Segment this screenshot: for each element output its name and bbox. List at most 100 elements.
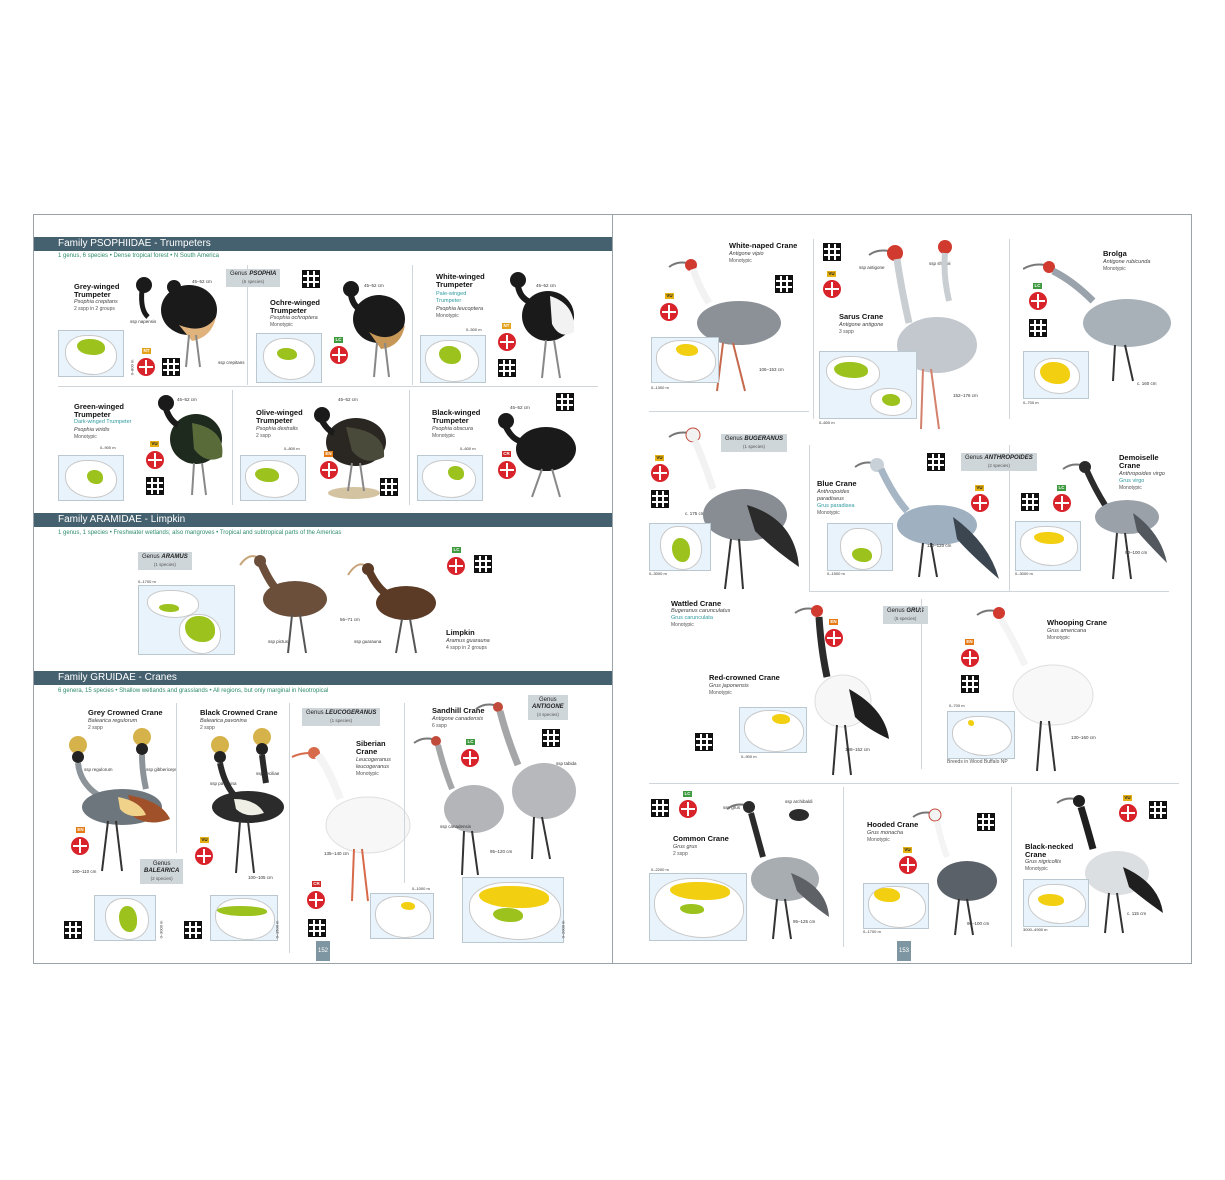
species-sci: Psophia crepitans <box>74 299 118 305</box>
size-label: 45–52 cm <box>536 283 556 288</box>
species-name-wattled-crane: Wattled Crane <box>671 599 722 608</box>
altitude-label: 0–3000 m <box>158 920 164 939</box>
divider <box>809 445 810 591</box>
altitude-label: 0–900 m <box>741 754 757 759</box>
species-sci: Psophia ochroptera <box>270 315 318 321</box>
species-note: 2 sspp in 2 groups <box>74 306 115 312</box>
species-sci: Antigone antigone <box>839 322 884 328</box>
size-label: 130–160 cm <box>1071 735 1096 740</box>
size-label: 95–120 cm <box>490 849 513 854</box>
species-name-red-crowned-crane: Red-crowned Crane <box>709 673 780 682</box>
qr-code-icon[interactable] <box>184 921 202 939</box>
qr-code-icon[interactable] <box>1029 319 1047 337</box>
genus-box-aramus: Genus ARAMUS (1 species) <box>138 552 192 570</box>
species-name-blue-crane: Blue Crane <box>817 479 857 488</box>
species-alt-sci: Grus virgo <box>1119 478 1145 484</box>
species-sci: Psophia obscura <box>432 426 473 432</box>
qr-code-icon[interactable] <box>162 358 180 376</box>
qr-code-icon[interactable] <box>556 393 574 411</box>
bird-illustration-sarus-crane <box>868 245 977 430</box>
qr-code-icon[interactable] <box>823 243 841 261</box>
qr-code-icon[interactable] <box>775 275 793 293</box>
ssp-label: ssp grus <box>723 805 741 810</box>
qr-code-icon[interactable] <box>302 270 320 288</box>
family-subtitle-psophiidae: 1 genus, 6 species • Dense tropical fore… <box>58 253 219 259</box>
genus-box-bugeranus: Genus BUGERANUS (1 species) <box>721 434 788 452</box>
range-map <box>1023 879 1089 927</box>
species-name-common-crane: Common Crane <box>673 834 729 843</box>
divider <box>843 787 844 947</box>
altitude-label: 0–3000 m <box>1015 571 1033 576</box>
species-name-white-winged-trumpeter: White-winged Trumpeter <box>436 272 485 289</box>
species-note: 4 sspp in 2 groups <box>446 645 487 651</box>
qr-code-icon[interactable] <box>308 919 326 937</box>
bird-illustration-red-crowned-crane <box>794 605 889 776</box>
altitude-label: 0–2200 m <box>651 867 669 872</box>
target-icon <box>498 461 516 479</box>
bird-illustration-olive-winged-trumpeter <box>314 407 386 499</box>
qr-code-icon[interactable] <box>651 490 669 508</box>
target-icon <box>961 649 979 667</box>
species-name-black-winged-trumpeter: Black-winged Trumpeter <box>432 408 481 425</box>
altitude-label: 0–600 m <box>819 420 835 425</box>
target-icon <box>447 557 465 575</box>
size-label: 45–52 cm <box>338 397 358 402</box>
qr-code-icon[interactable] <box>1021 493 1039 511</box>
status-badge: EN <box>76 827 85 833</box>
species-sci: Antigone rubicunda <box>1103 259 1151 265</box>
target-icon <box>320 461 338 479</box>
range-map <box>819 351 917 419</box>
species-sci: Grus monacha <box>867 830 904 836</box>
divider <box>404 703 405 883</box>
divider <box>649 411 809 412</box>
bird-illustration-common-crane-head <box>789 809 809 821</box>
qr-code-icon[interactable] <box>146 477 164 495</box>
qr-code-icon[interactable] <box>1149 801 1167 819</box>
bird-illustration-green-winged-trumpeter <box>158 395 223 496</box>
species-alt-name: Pale-winged Trumpeter <box>436 291 467 304</box>
range-map <box>210 895 278 941</box>
species-note: Monotypic <box>432 433 455 439</box>
range-map <box>651 337 719 383</box>
qr-code-icon[interactable] <box>542 729 560 747</box>
range-map <box>58 455 124 501</box>
divider <box>1009 239 1010 419</box>
size-label: 45–52 cm <box>177 397 197 402</box>
species-name-white-naped-crane: White-naped Crane <box>729 241 798 250</box>
species-sci: Psophia dextralis <box>256 426 298 432</box>
map-note: Breeds in Wood Buffalo NP <box>947 759 1008 765</box>
bird-illustration-sandhill-crane <box>413 736 504 876</box>
size-label: 45–52 cm <box>192 279 212 284</box>
qr-code-icon[interactable] <box>961 675 979 693</box>
species-note: Monotypic <box>817 510 840 516</box>
qr-code-icon[interactable] <box>64 921 82 939</box>
status-badge: VU <box>665 293 674 299</box>
qr-code-icon[interactable] <box>927 453 945 471</box>
species-name-brolga: Brolga <box>1103 249 1127 258</box>
species-note: Monotypic <box>270 322 293 328</box>
size-label: 110–120 cm <box>927 543 952 548</box>
size-label: 45–52 cm <box>364 283 384 288</box>
species-name-limpkin: Limpkin <box>446 628 475 637</box>
ssp-label: ssp napensis <box>130 319 157 324</box>
divider <box>921 599 922 769</box>
species-note: 6 sspp <box>432 723 447 729</box>
status-badge: VU <box>200 837 209 843</box>
qr-code-icon[interactable] <box>695 733 713 751</box>
species-sci: Psophia leucoptera <box>436 306 484 312</box>
qr-code-icon[interactable] <box>498 359 516 377</box>
qr-code-icon[interactable] <box>977 813 995 831</box>
status-badge: CR <box>502 451 511 457</box>
target-icon <box>679 800 697 818</box>
species-name-hooded-crane: Hooded Crane <box>867 820 919 829</box>
qr-code-icon[interactable] <box>380 478 398 496</box>
status-badge: VU <box>903 847 912 853</box>
species-note: 2 sspp <box>200 725 215 731</box>
size-label: 106–153 cm <box>759 367 784 372</box>
bird-illustration-siberian-crane <box>291 747 411 902</box>
page-number: 152 <box>316 941 330 961</box>
altitude-label: 0–1500 m <box>827 571 845 576</box>
bird-illustration-hooded-crane <box>912 808 997 936</box>
qr-code-icon[interactable] <box>651 799 669 817</box>
qr-code-icon[interactable] <box>474 555 492 573</box>
